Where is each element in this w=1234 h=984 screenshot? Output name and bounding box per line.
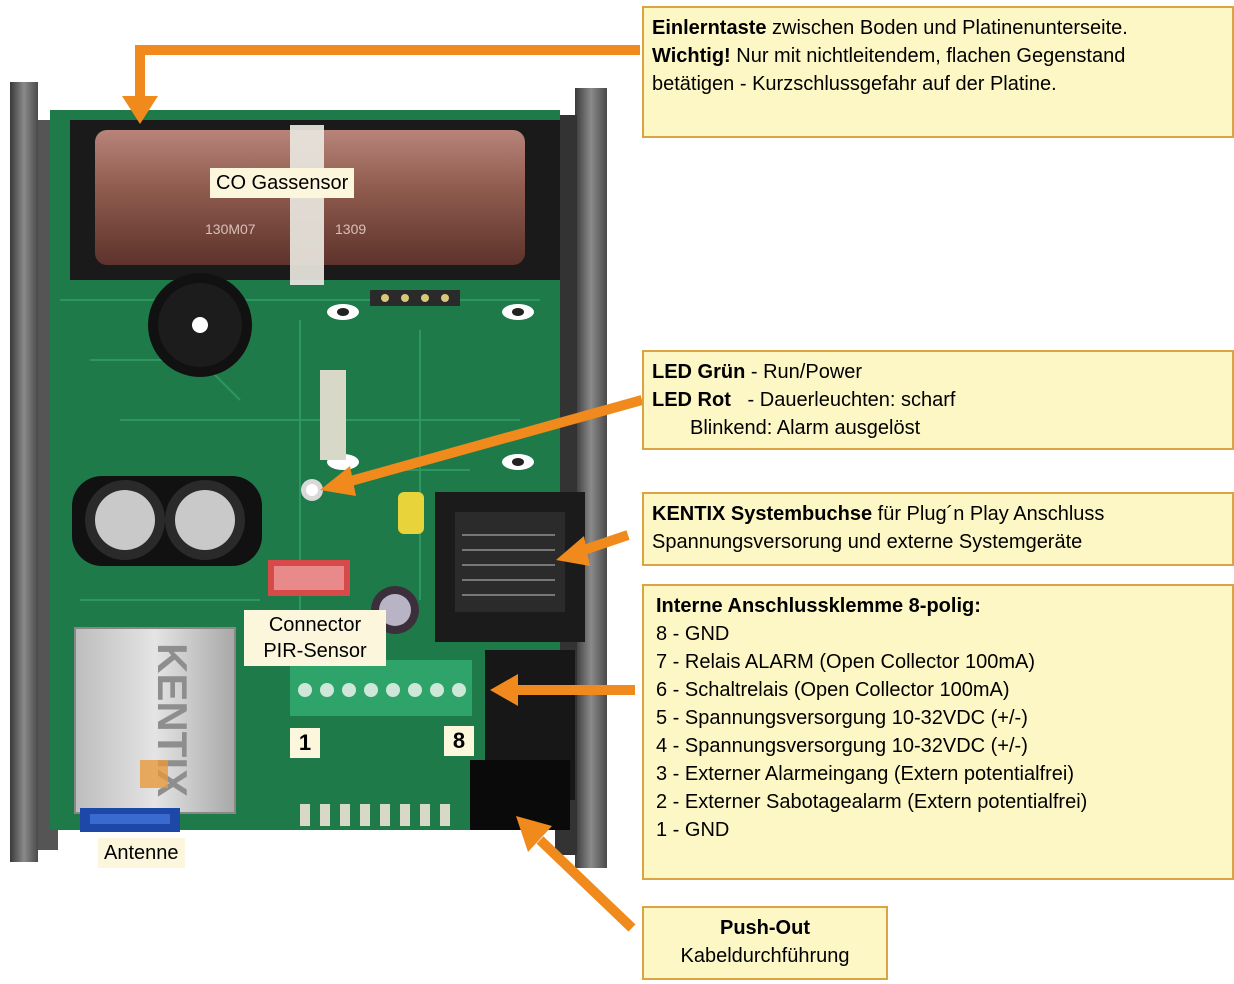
terminal-pin-5: 5 - Spannungsversorgung 10-32VDC (+/-): [656, 707, 1028, 729]
callout-arrows: [135, 45, 644, 932]
terminal-pin-8: 8 - GND: [656, 623, 730, 645]
arrow-einlerntaste: [135, 45, 640, 100]
kentix-module: KENTIX: [74, 627, 236, 814]
einlern-line-3: betätigen - Kurzschlussgefahr auf der Pl…: [652, 73, 1057, 95]
rj45-jack: [435, 492, 585, 830]
buzzer: [148, 273, 252, 377]
pir-connector: [268, 560, 350, 596]
terminal-pin-2: 2 - Externer Sabotagealarm (Extern poten…: [656, 791, 1088, 813]
kentix-line-1: KENTIX Systembuchse für Plug´n Play Ansc…: [652, 500, 1224, 528]
antenna: [80, 808, 180, 832]
pushout-sub: Kabeldurchführung: [680, 945, 850, 967]
einlern-bold: Einlerntaste: [652, 17, 767, 39]
connector-line-2: PIR-Sensor: [263, 640, 367, 662]
led-line-green: LED Grün - Run/Power: [652, 358, 1224, 386]
callout-kentix: KENTIX Systembuchse für Plug´n Play Ansc…: [642, 492, 1234, 566]
callout-pushout: Push-Out Kabeldurchführung: [642, 906, 888, 980]
terminal-block: [290, 660, 472, 716]
terminal-pin-7: 7 - Relais ALARM (Open Collector 100mA): [656, 651, 1036, 673]
led-line-red: LED Rot - Dauerleuchten: scharf: [652, 386, 1224, 414]
terminal-title: Interne Anschlussklemme 8-polig:: [656, 595, 981, 617]
terminal-pin-4: 4 - Spannungsversorgung 10-32VDC (+/-): [656, 735, 1028, 757]
label-co-gassensor: CO Gassensor: [210, 168, 355, 198]
pin-header: [320, 290, 460, 460]
callout-led: LED Grün - Run/Power LED Rot - Dauerleuc…: [642, 350, 1234, 450]
callout-terminal: Interne Anschlussklemme 8-polig: 8 - GND…: [642, 584, 1234, 880]
led-blink-text: Blinkend: Alarm ausgelöst: [690, 417, 921, 439]
led-red-bold: LED Rot: [652, 389, 731, 411]
pushout-title: Push-Out: [720, 917, 810, 939]
capacitors: [72, 476, 424, 634]
connector-line-1: Connector: [268, 614, 362, 636]
led-green-bold: LED Grün: [652, 361, 746, 383]
label-connector-pir: Connector PIR-Sensor: [244, 610, 386, 666]
einlern-text-2: Nur mit nichtleitendem, flachen Gegensta…: [730, 45, 1126, 67]
sensor-num-text: 1309: [335, 221, 366, 237]
terminal-pin-1: 1 - GND: [656, 819, 730, 841]
arrow-heads: [122, 96, 590, 852]
einlern-text-1: zwischen Boden und Platinenunterseite.: [766, 17, 1128, 39]
led-green-text: - Run/Power: [745, 361, 863, 383]
kentix-bold: KENTIX Systembuchse: [652, 503, 873, 525]
smd-components: [300, 804, 450, 826]
led-red-text: - Dauerleuchten: scharf: [730, 389, 956, 411]
arrow-led: [338, 395, 644, 489]
kentix-line-2: Spannungsversorung und externe Systemger…: [652, 531, 1083, 553]
label-pin-8: 8: [444, 726, 474, 756]
mount-holes: [327, 304, 534, 470]
label-pin-1: 1: [290, 728, 320, 758]
label-antenne: Antenne: [98, 838, 185, 868]
terminal-pin-6: 6 - Schaltrelais (Open Collector 100mA): [656, 679, 1010, 701]
led-component: [301, 479, 323, 501]
arrow-pushout: [536, 836, 636, 932]
sensor-code-text: 130M07: [205, 221, 256, 237]
terminal-pin-3: 3 - Externer Alarmeingang (Extern potent…: [656, 763, 1074, 785]
callout-einlerntaste: Einlerntaste zwischen Boden und Platinen…: [642, 6, 1234, 138]
einlern-bold-2: Wichtig!: [652, 45, 731, 67]
einlern-line-2: Wichtig! Nur mit nichtleitendem, flachen…: [652, 42, 1224, 70]
co-gas-sensor: 130M07 1309: [70, 120, 560, 285]
kentix-text: für Plug´n Play Anschluss: [872, 503, 1105, 525]
einlern-line-1: Einlerntaste zwischen Boden und Platinen…: [652, 14, 1224, 42]
